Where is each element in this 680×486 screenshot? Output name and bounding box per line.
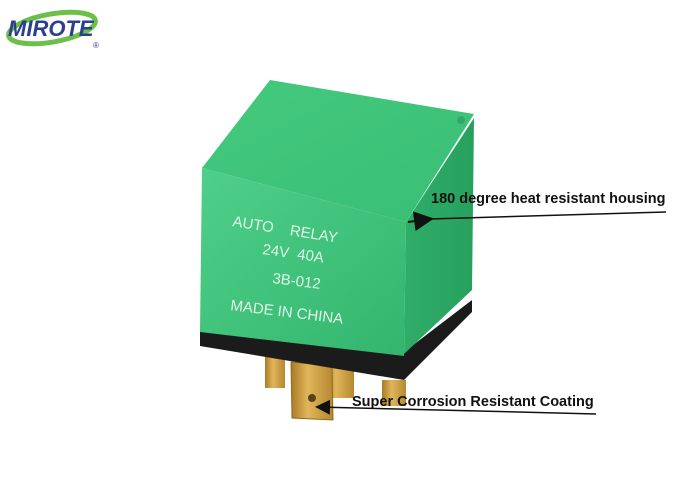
- callout-corrosion-resistant-coating: Super Corrosion Resistant Coating: [352, 394, 594, 410]
- callout-arrow-heat: [407, 211, 434, 232]
- logo-swoosh-icon: [6, 9, 98, 47]
- mirote-logo: MIROTE ®: [6, 9, 99, 50]
- relay-front-face: [200, 168, 406, 356]
- callout-arrow-coating: [315, 399, 597, 415]
- logo-text: MIROTE: [8, 16, 95, 41]
- callout-heat-resistant-housing: 180 degree heat resistant housing: [431, 191, 666, 207]
- logo-registered-mark: ®: [93, 41, 99, 50]
- relay-side-face: [404, 118, 474, 354]
- callout-arrow-heat-tail: [429, 211, 667, 220]
- relay-base: [200, 300, 472, 380]
- relay-top-face: [202, 80, 474, 222]
- relay-label-line-3: 3B-012: [272, 270, 322, 293]
